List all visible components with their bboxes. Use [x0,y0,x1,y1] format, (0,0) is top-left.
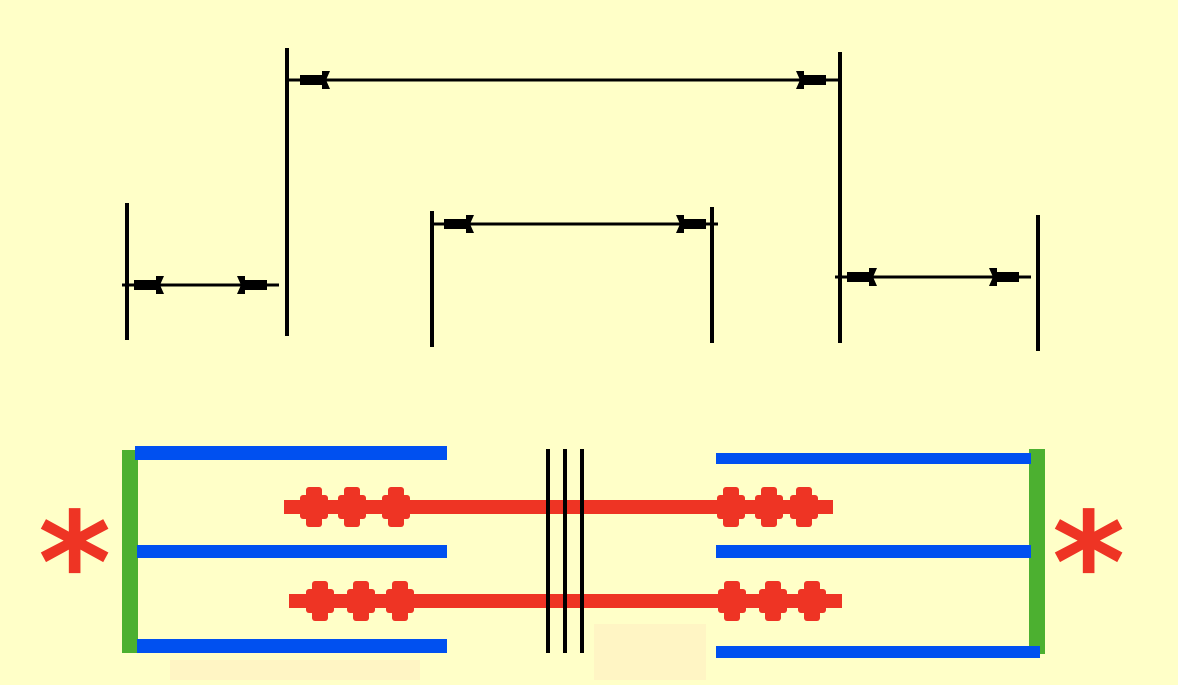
myosin-head-base [718,589,746,613]
arrowhead-tail [869,268,877,286]
arrowhead-body [997,272,1019,282]
myosin-head-base [386,589,414,613]
arrowhead-tail [676,215,684,233]
dimension-arrow-center [432,215,718,233]
arrowhead-tail [466,215,474,233]
myosin-head-base [338,495,366,519]
z-disc-left [122,450,138,653]
z-disc-right [1029,449,1045,654]
asterisk-marker-left: * [38,483,112,646]
dimension-arrow-right-small [835,268,1031,286]
myosin-head-base [347,589,375,613]
dimension-arrow-left-small [122,276,279,294]
arrowhead-body [134,280,156,290]
arrowhead-body [847,272,869,282]
sarcomere [122,446,1045,682]
dimension-arrow-top-wide [288,71,838,89]
arrowhead-body [444,219,466,229]
thin-filament [716,646,1040,658]
myosin-head-base [790,495,818,519]
arrowhead-tail [796,71,804,89]
arrowhead-tail [989,268,997,286]
dimension-diagram [122,48,1040,351]
arrowhead-body [300,75,322,85]
arrowhead-tail [156,276,164,294]
myosin-head-base [759,589,787,613]
thin-filament [716,545,1031,558]
arrowhead-tail [237,276,245,294]
arrowhead-tail [322,71,330,89]
myosin-head-base [755,495,783,519]
myosin-head-base [382,495,410,519]
myosin-head-base [300,495,328,519]
thin-filament [716,453,1031,464]
label-patch-left [170,660,420,682]
myosin-head-base [798,589,826,613]
arrowhead-body [804,75,826,85]
thick-filament [284,487,833,527]
arrowhead-body [684,219,706,229]
thin-filament [137,545,447,558]
asterisk-marker-right: * [1052,483,1126,646]
arrowhead-body [245,280,267,290]
thin-filament [135,446,447,460]
label-patch-center [594,624,706,682]
myosin-head-base [306,589,334,613]
thin-filament [137,639,447,653]
myosin-head-base [717,495,745,519]
thick-filament-shaft [284,500,833,514]
